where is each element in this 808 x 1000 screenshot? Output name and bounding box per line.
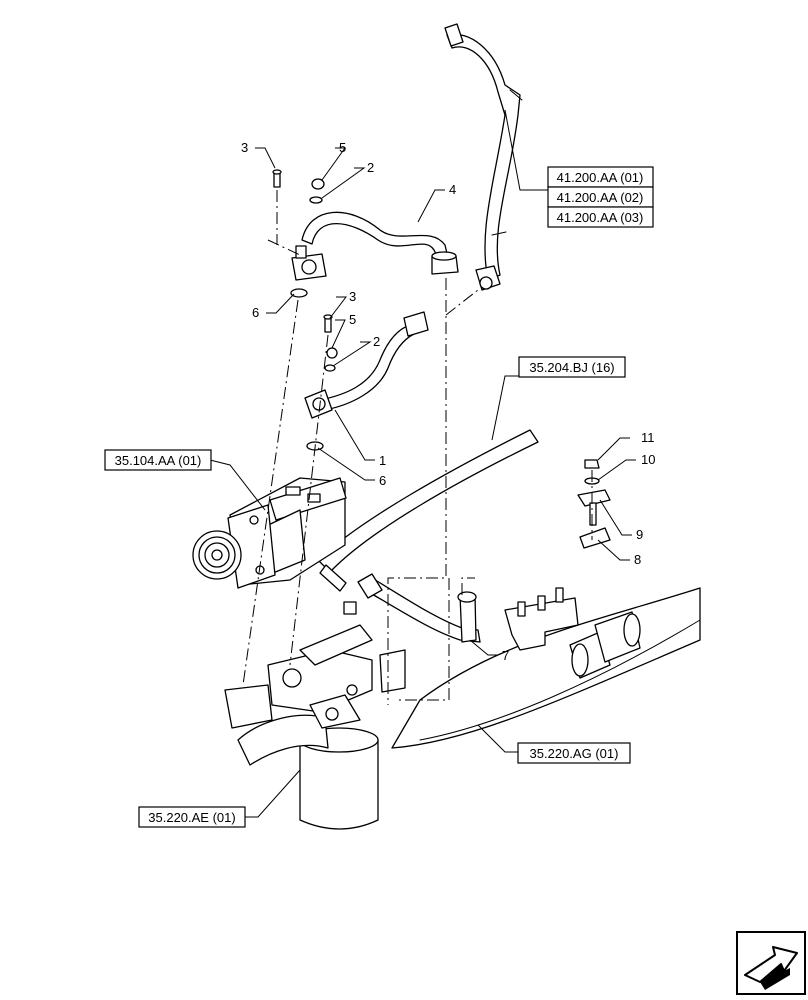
assembly-lines <box>242 190 593 705</box>
callout-10: 10 <box>641 452 655 467</box>
callout-11: 11 <box>641 430 655 445</box>
callout-7: 7 <box>502 648 509 663</box>
filter-assembly <box>224 601 406 830</box>
callout-2-upper: 2 <box>367 160 374 175</box>
suction-line <box>317 429 539 592</box>
callout-1: 1 <box>379 453 386 468</box>
ref-41-200-aa-01[interactable]: 41.200.AA (01) <box>557 170 644 185</box>
ref-35-104-aa-box: 35.104.AA (01) <box>104 449 212 471</box>
flexible-hose <box>444 23 523 291</box>
callout-8: 8 <box>634 552 641 567</box>
callout-3-lower: 3 <box>349 289 356 304</box>
next-page-arrow-icon[interactable] <box>736 931 806 995</box>
pipe-7 <box>357 573 481 643</box>
ref-35-204-bj-16[interactable]: 35.204.BJ (16) <box>529 360 614 375</box>
ref-35-220-ae-box: 35.220.AE (01) <box>138 806 246 828</box>
ref-35-104-aa-01[interactable]: 35.104.AA (01) <box>115 453 202 468</box>
pipe-bracket <box>504 587 641 679</box>
ref-35-204-bj-box: 35.204.BJ (16) <box>518 356 626 378</box>
callout-numbers: 3 5 2 4 6 3 5 2 1 6 11 10 9 8 7 <box>241 140 655 663</box>
fasteners <box>272 169 611 549</box>
callout-9: 9 <box>636 527 643 542</box>
callout-5-upper: 5 <box>339 140 346 155</box>
callout-6-lower: 6 <box>379 473 386 488</box>
callout-5-lower: 5 <box>349 312 356 327</box>
callout-6-upper: 6 <box>252 305 259 320</box>
callout-3-upper: 3 <box>241 140 248 155</box>
hydraulic-pump <box>192 477 347 589</box>
tube-4 <box>291 211 459 281</box>
ref-41-200-aa-group: 41.200.AA (01) 41.200.AA (02) 41.200.AA … <box>547 166 654 228</box>
ref-41-200-aa-02[interactable]: 41.200.AA (02) <box>557 190 644 205</box>
callout-4: 4 <box>449 182 456 197</box>
tube-1 <box>304 311 429 419</box>
ref-41-200-aa-03[interactable]: 41.200.AA (03) <box>557 210 644 225</box>
leader-lines <box>209 109 636 818</box>
ref-35-220-ag-01[interactable]: 35.220.AG (01) <box>530 746 619 761</box>
ref-35-220-ae-01[interactable]: 35.220.AE (01) <box>148 810 235 825</box>
callout-2-lower: 2 <box>373 334 380 349</box>
ref-35-220-ag-box: 35.220.AG (01) <box>517 742 631 764</box>
